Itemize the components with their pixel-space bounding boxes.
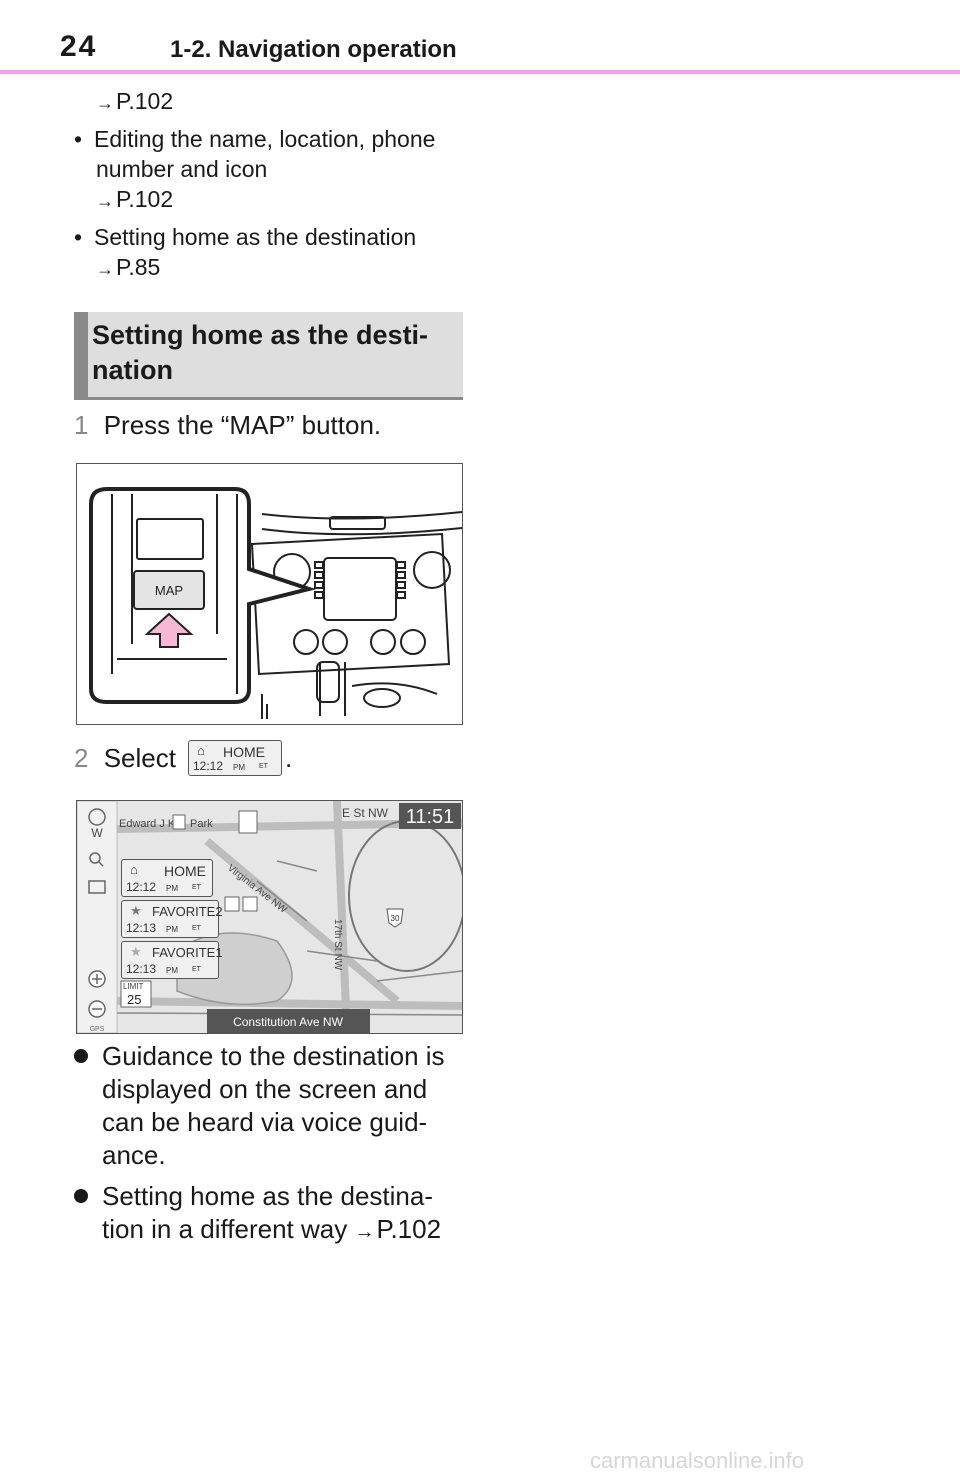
route-shield-icon xyxy=(386,908,404,928)
step-number: 1 xyxy=(74,410,89,440)
poi-icon xyxy=(224,896,240,912)
poi-icon xyxy=(242,896,258,912)
heading-line-2: nation xyxy=(92,355,173,385)
note-reference[interactable]: →P.102 xyxy=(354,1214,441,1244)
entry-et: ET xyxy=(192,966,201,973)
note-text: ance. xyxy=(102,1140,166,1170)
bullet-icon: • xyxy=(74,126,83,152)
bullet-icon xyxy=(74,1049,88,1063)
search-icon[interactable] xyxy=(89,852,101,864)
bullet-text: Setting home as the destination xyxy=(94,224,417,250)
bullet-icon xyxy=(74,1189,88,1203)
heading-line-1: Setting home as the desti- xyxy=(92,320,429,350)
reference-text: P.102 xyxy=(116,186,174,212)
entry-pm: PM xyxy=(166,925,178,934)
heading-box xyxy=(74,312,463,399)
section-heading: Setting home as the desti- nation xyxy=(92,318,460,388)
poi-icon xyxy=(172,814,186,830)
button-et: ET xyxy=(259,763,268,770)
note-text: displayed on the screen and xyxy=(102,1074,428,1104)
entry-pm: PM xyxy=(166,966,178,975)
arrow-icon: → xyxy=(96,93,114,113)
star-icon: ★ xyxy=(130,903,142,918)
park-label: Park xyxy=(190,818,213,830)
entry-et: ET xyxy=(192,884,201,891)
bullet-text: number and icon xyxy=(96,156,268,182)
home-entry-button[interactable]: ⌂ HOME 12:12 PM ET xyxy=(121,859,213,897)
button-label: HOME xyxy=(223,744,265,760)
heading-underline xyxy=(74,397,463,400)
gps-label: GPS xyxy=(90,1026,105,1033)
bullet-icon: • xyxy=(74,224,83,250)
heading-accent-bar xyxy=(74,312,88,399)
dashboard-illustration: MAP xyxy=(89,487,462,719)
entry-time: 12:13 xyxy=(126,921,157,935)
note-text: tion in a different way xyxy=(102,1214,348,1244)
clock-box xyxy=(399,803,461,829)
note-text: can be heard via voice guid- xyxy=(102,1107,428,1137)
step-number: 2 xyxy=(74,743,89,773)
arrow-icon: → xyxy=(354,1221,375,1243)
note-item: Setting home as the destina- tion in a d… xyxy=(74,1180,494,1249)
entry-time: 12:12 xyxy=(126,880,157,894)
favorite2-entry-button[interactable]: ★ FAVORITE2 12:13 PM ET xyxy=(121,900,223,938)
reference-text: P.102 xyxy=(376,1214,442,1244)
bullet-text: Editing the name, location, phone xyxy=(94,126,436,152)
entry-pm: PM xyxy=(166,884,178,893)
road-name: Constitution Ave NW xyxy=(233,1015,344,1029)
reference-text: P.85 xyxy=(116,254,161,280)
destination-icon[interactable] xyxy=(88,880,106,894)
note-item: Guidance to the destination is displayed… xyxy=(74,1040,474,1172)
bullet-item: • Editing the name, location, phone numbe… xyxy=(74,124,464,216)
bullet-reference[interactable]: →P.102 xyxy=(96,186,173,212)
route-shield-number: 30 xyxy=(391,914,400,923)
bullet-reference[interactable]: →P.85 xyxy=(96,254,160,280)
step-text: Press the “MAP” button. xyxy=(103,410,382,440)
step-2: 2 Select xyxy=(74,742,176,775)
star-icon: ★ xyxy=(130,944,142,959)
home-icon: ⌂ xyxy=(197,743,205,758)
page-number: 24 xyxy=(60,30,98,63)
navigation-screen-figure: W GPS 11:51 E St NW Edward J K Park Virg… xyxy=(76,800,463,1034)
entry-label: FAVORITE2 xyxy=(152,904,223,919)
arrow-icon: → xyxy=(96,191,114,211)
note-text: Setting home as the destina- xyxy=(102,1181,433,1211)
reference-text: P.102 xyxy=(116,88,174,114)
entry-time: 12:13 xyxy=(126,962,157,976)
header-rule xyxy=(0,70,960,74)
section-title: 1-2. Navigation operation xyxy=(170,36,457,63)
map-button-figure: MAP xyxy=(76,463,463,725)
clock: 11:51 xyxy=(406,806,455,828)
home-button-inline[interactable]: ⌂ HOME 12:12 PM ET xyxy=(188,740,282,776)
button-pm: PM xyxy=(233,763,245,772)
watermark: carmanualsonline.info xyxy=(590,1448,805,1473)
road-label-vertical: 17th St NW xyxy=(332,919,343,971)
place-label: Edward J K xyxy=(119,818,176,830)
home-icon: ⌂ xyxy=(130,862,138,877)
button-time: 12:12 xyxy=(193,759,224,773)
note-text: Guidance to the destination is xyxy=(102,1041,445,1071)
entry-label: HOME xyxy=(164,863,206,879)
entry-label: FAVORITE1 xyxy=(152,945,223,960)
arrow-icon: → xyxy=(96,259,114,279)
map-button-label: MAP xyxy=(155,583,183,598)
compass-direction: W xyxy=(91,826,103,840)
step-suffix: . xyxy=(285,743,293,773)
poi-icon xyxy=(238,810,258,834)
speed-limit-value: 25 xyxy=(127,992,141,1007)
bullet-item: • Setting home as the destination →P.85 xyxy=(74,222,464,284)
speed-limit-label: LIMIT xyxy=(123,982,144,991)
compass-icon xyxy=(88,808,106,826)
street-label-top: E St NW xyxy=(342,806,389,820)
step-text: Select xyxy=(103,743,176,773)
road-name-bar xyxy=(207,1009,370,1033)
press-arrow-icon xyxy=(144,612,194,648)
top-reference[interactable]: →P.102 xyxy=(96,86,173,118)
map-button-drawing xyxy=(133,570,205,610)
step-1: 1 Press the “MAP” button. xyxy=(74,409,381,442)
favorite1-entry-button[interactable]: ★ FAVORITE1 12:13 PM ET xyxy=(121,941,223,979)
speed-limit-sign xyxy=(120,980,152,1008)
entry-et: ET xyxy=(192,925,201,932)
